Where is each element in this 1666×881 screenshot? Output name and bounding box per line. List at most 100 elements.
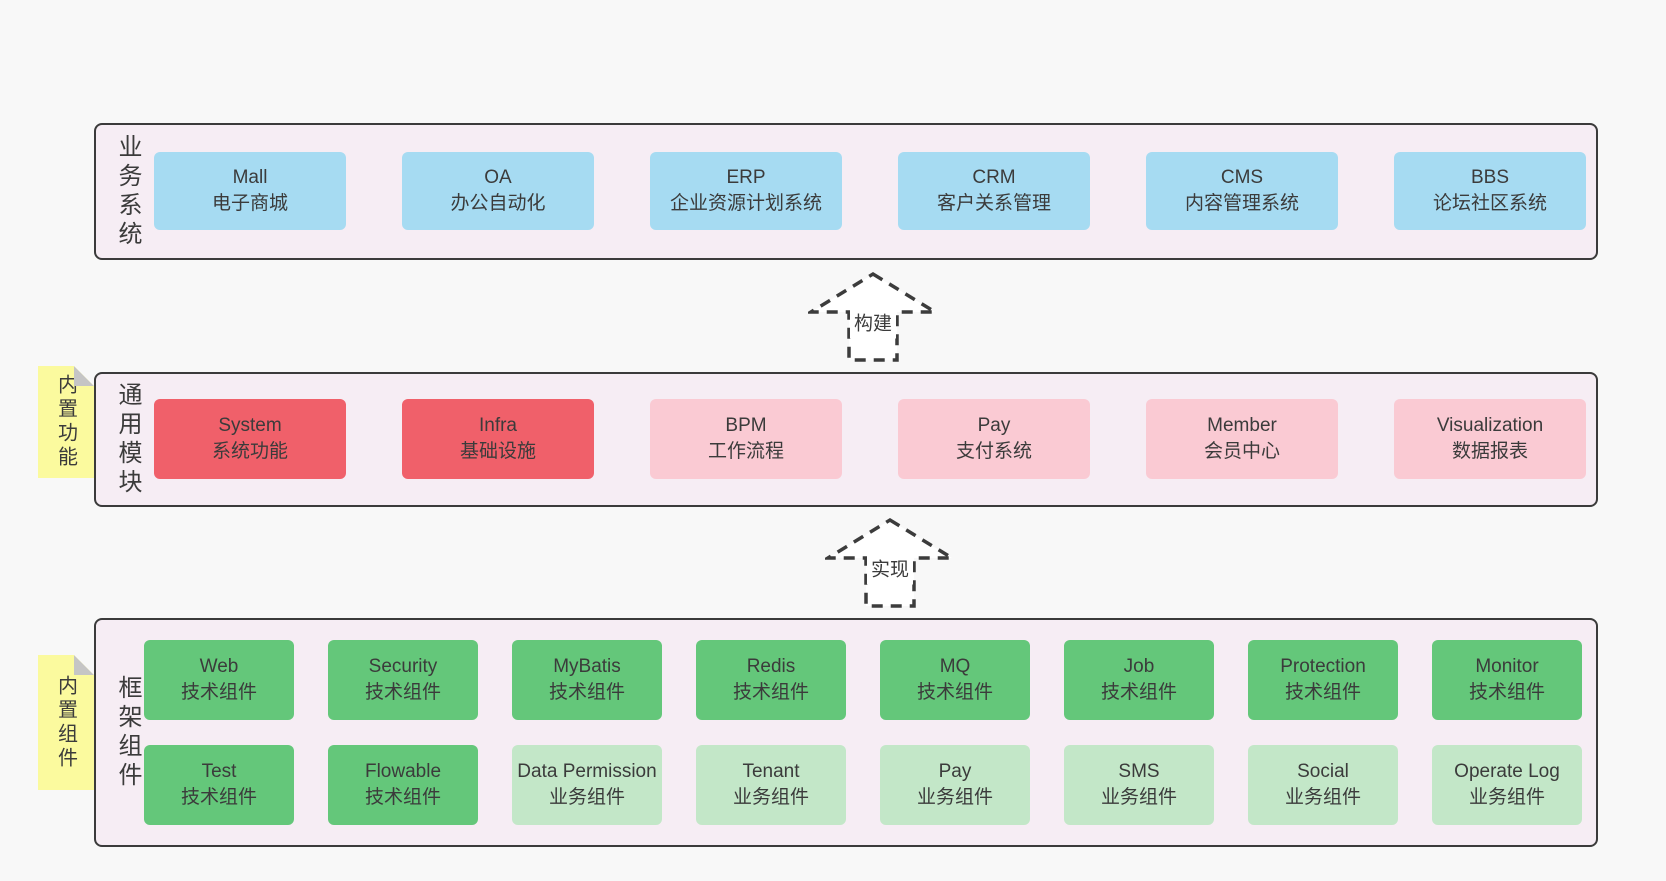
box-subtitle: 系统功能 — [211, 441, 288, 462]
box-subtitle: 会员中心 — [1203, 441, 1280, 462]
box-title: Infra — [478, 415, 518, 436]
box-title: System — [218, 415, 282, 436]
box-cms: CMS 内容管理系统 — [1146, 152, 1338, 230]
box-subtitle: 技术组件 — [732, 682, 809, 703]
box-title: Monitor — [1475, 656, 1539, 677]
box-title: Pay — [977, 415, 1011, 436]
box-subtitle: 论坛社区系统 — [1432, 193, 1547, 214]
box-subtitle: 业务组件 — [732, 787, 809, 808]
box-social: Social 业务组件 — [1248, 745, 1398, 825]
folded-corner-icon — [74, 655, 94, 675]
box-infra: Infra 基础设施 — [402, 399, 594, 479]
box-erp: ERP 企业资源计划系统 — [650, 152, 842, 230]
panel-label-modules: 通用模块 — [114, 381, 141, 498]
box-protection: Protection 技术组件 — [1248, 640, 1398, 720]
folded-corner-icon — [74, 366, 94, 386]
box-mybatis: MyBatis 技术组件 — [512, 640, 662, 720]
implement-up-arrow-icon: 实现 — [825, 516, 955, 610]
box-subtitle: 技术组件 — [1284, 682, 1361, 703]
box-bpm: BPM 工作流程 — [650, 399, 842, 479]
business-systems-panel: 业务系统 Mall 电子商城 OA 办公自动化 ERP 企业资源计划系统 CRM… — [94, 123, 1598, 260]
box-title: Redis — [746, 656, 796, 677]
components-box-row-1: Web 技术组件 Security 技术组件 MyBatis 技术组件 Redi… — [144, 640, 1582, 720]
box-title: Social — [1297, 761, 1349, 782]
box-title: ERP — [726, 167, 766, 188]
common-modules-panel: 通用模块 System 系统功能 Infra 基础设施 BPM 工作流程 Pay… — [94, 372, 1598, 507]
box-subtitle: 办公自动化 — [450, 193, 546, 214]
box-subtitle: 技术组件 — [180, 787, 257, 808]
box-web: Web 技术组件 — [144, 640, 294, 720]
box-title: Data Permission — [517, 761, 657, 782]
box-title: CRM — [972, 167, 1016, 188]
box-subtitle: 客户关系管理 — [936, 193, 1051, 214]
box-title: CMS — [1220, 167, 1264, 188]
box-title: OA — [484, 167, 512, 188]
box-subtitle: 工作流程 — [707, 441, 784, 462]
box-title: BPM — [725, 415, 767, 436]
box-subtitle: 内容管理系统 — [1184, 193, 1299, 214]
box-subtitle: 数据报表 — [1451, 441, 1528, 462]
builtin-components-sticky-note: 内置组件 — [38, 655, 94, 790]
box-title: MyBatis — [553, 656, 621, 677]
box-sms: SMS 业务组件 — [1064, 745, 1214, 825]
box-subtitle: 电子商城 — [211, 193, 288, 214]
panel-label-business: 业务系统 — [114, 133, 141, 250]
box-member: Member 会员中心 — [1146, 399, 1338, 479]
sticky-note-label: 内置组件 — [54, 674, 77, 771]
box-title: MQ — [939, 656, 971, 677]
box-subtitle: 企业资源计划系统 — [669, 193, 822, 214]
box-subtitle: 基础设施 — [459, 441, 536, 462]
framework-components-panel: 框架组件 Web 技术组件 Security 技术组件 MyBatis 技术组件… — [94, 618, 1598, 847]
box-redis: Redis 技术组件 — [696, 640, 846, 720]
box-subtitle: 技术组件 — [916, 682, 993, 703]
box-title: Mall — [232, 167, 268, 188]
box-bbs: BBS 论坛社区系统 — [1394, 152, 1586, 230]
box-title: Visualization — [1436, 415, 1544, 436]
box-system: System 系统功能 — [154, 399, 346, 479]
box-subtitle: 业务组件 — [916, 787, 993, 808]
box-title: Pay — [938, 761, 972, 782]
box-data-permission: Data Permission 业务组件 — [512, 745, 662, 825]
box-subtitle: 技术组件 — [364, 682, 441, 703]
box-test: Test 技术组件 — [144, 745, 294, 825]
box-mq: MQ 技术组件 — [880, 640, 1030, 720]
box-title: Member — [1207, 415, 1277, 436]
box-title: Web — [199, 656, 239, 677]
box-mall: Mall 电子商城 — [154, 152, 346, 230]
box-security: Security 技术组件 — [328, 640, 478, 720]
box-title: Security — [368, 656, 438, 677]
box-subtitle: 技术组件 — [1100, 682, 1177, 703]
box-pay-component: Pay 业务组件 — [880, 745, 1030, 825]
box-subtitle: 技术组件 — [1468, 682, 1545, 703]
box-oa: OA 办公自动化 — [402, 152, 594, 230]
box-subtitle: 技术组件 — [548, 682, 625, 703]
box-title: Tenant — [742, 761, 800, 782]
box-subtitle: 技术组件 — [180, 682, 257, 703]
box-operate-log: Operate Log 业务组件 — [1432, 745, 1582, 825]
box-crm: CRM 客户关系管理 — [898, 152, 1090, 230]
box-title: Operate Log — [1454, 761, 1560, 782]
box-subtitle: 支付系统 — [955, 441, 1032, 462]
panel-label-components: 框架组件 — [114, 674, 141, 791]
box-monitor: Monitor 技术组件 — [1432, 640, 1582, 720]
box-visualization: Visualization 数据报表 — [1394, 399, 1586, 479]
components-box-row-2: Test 技术组件 Flowable 技术组件 Data Permission … — [144, 745, 1582, 825]
box-pay-system: Pay 支付系统 — [898, 399, 1090, 479]
box-title: BBS — [1470, 167, 1510, 188]
box-job: Job 技术组件 — [1064, 640, 1214, 720]
business-box-row: Mall 电子商城 OA 办公自动化 ERP 企业资源计划系统 CRM 客户关系… — [154, 152, 1586, 230]
modules-box-row: System 系统功能 Infra 基础设施 BPM 工作流程 Pay 支付系统… — [154, 399, 1586, 479]
box-title: Flowable — [364, 761, 442, 782]
box-subtitle: 业务组件 — [1468, 787, 1545, 808]
box-flowable: Flowable 技术组件 — [328, 745, 478, 825]
box-title: Job — [1123, 656, 1155, 677]
box-title: Test — [201, 761, 237, 782]
arrow-label: 构建 — [849, 305, 897, 339]
box-tenant: Tenant 业务组件 — [696, 745, 846, 825]
sticky-note-label: 内置功能 — [54, 374, 77, 470]
builtin-features-sticky-note: 内置功能 — [38, 366, 94, 478]
box-title: Protection — [1280, 656, 1366, 677]
box-subtitle: 业务组件 — [548, 787, 625, 808]
build-up-arrow-icon: 构建 — [808, 270, 938, 364]
box-title: SMS — [1118, 761, 1160, 782]
